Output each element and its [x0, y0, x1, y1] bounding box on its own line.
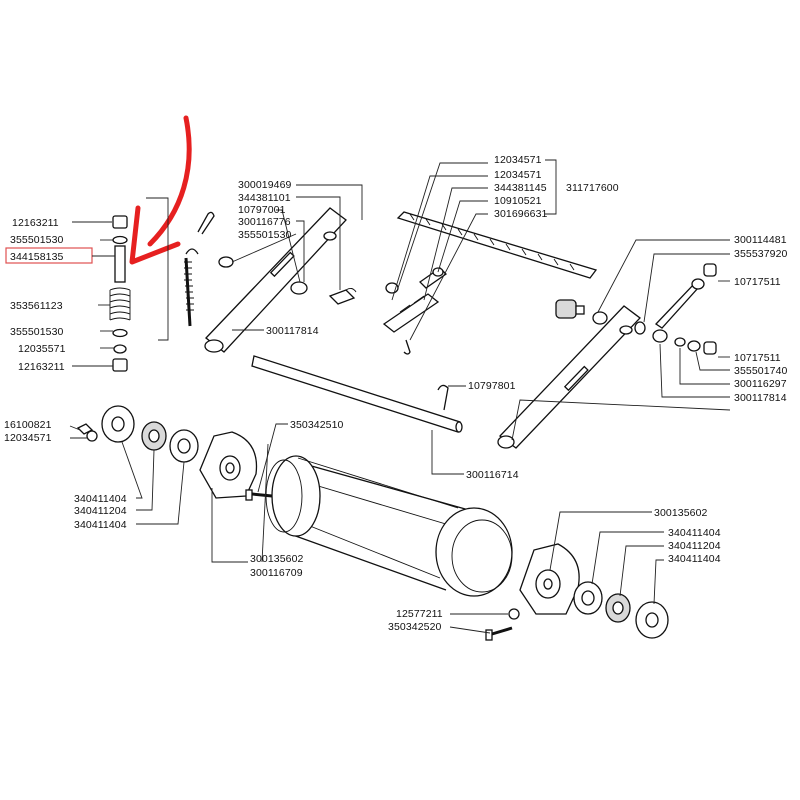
cotter-pin [197, 211, 215, 235]
red-arrow-icon [129, 115, 192, 265]
label-311717600: 311717600 [566, 182, 619, 194]
label-300116714: 300116714 [466, 469, 519, 481]
label-350342510: 350342510 [290, 419, 344, 431]
washer-arm [290, 281, 308, 295]
sleeve-344158135 [114, 245, 126, 283]
top-left-leader-lines [231, 184, 363, 290]
label-300116297: 300116297 [734, 378, 787, 390]
washer-bottom [112, 328, 128, 338]
spring [109, 287, 131, 321]
cotter-pin-10797801 [437, 384, 449, 411]
right-bolt [555, 299, 608, 325]
label-355501530-top: 355501530 [10, 234, 64, 246]
spring-assembly [109, 197, 169, 372]
right-leader-lines [511, 239, 731, 441]
label-300117814-left: 300117814 [266, 325, 319, 337]
label-353561123: 353561123 [10, 300, 63, 312]
label-344381101: 344381101 [238, 192, 291, 204]
label-355537920: 355537920 [734, 248, 788, 260]
label-340411404-right-a: 340411404 [668, 527, 721, 539]
left-bearing-leader-lines [69, 423, 288, 525]
toothed-bar [396, 211, 598, 279]
right-bearing-leader-lines [449, 511, 664, 634]
right-lever [634, 263, 717, 355]
left-leader-lines [72, 221, 115, 367]
label-355501530-bottom: 355501530 [10, 326, 64, 338]
swing-arm-right [497, 305, 641, 449]
label-340411404-right-b: 340411404 [668, 553, 721, 565]
label-355501740: 355501740 [734, 365, 788, 377]
label-12034571-cut: 12034571 [494, 154, 542, 166]
nut-top [112, 215, 128, 229]
label-301696631: 301696631 [494, 208, 548, 220]
bracket-line [146, 197, 169, 341]
label-10797001: 10797001 [238, 204, 286, 216]
label-12163211-bottom: 12163211 [18, 361, 65, 373]
label-300019469: 300019469 [238, 179, 292, 191]
right-bearing-group [573, 581, 669, 639]
label-300135602-left: 300135602 [250, 553, 304, 565]
label-300116709: 300116709 [250, 567, 303, 579]
label-12034571: 12034571 [494, 169, 542, 181]
label-340411204-right: 340411204 [668, 540, 721, 552]
label-300117814-right: 300117814 [734, 392, 787, 404]
shaft [251, 355, 463, 433]
right-bolt-350342520 [485, 608, 520, 641]
label-16100821: 16100821 [4, 419, 52, 431]
label-344158135: 344158135 [10, 251, 64, 263]
swing-arm-left [204, 207, 347, 353]
nut-bottom [112, 358, 128, 372]
top-right-leader-lines [391, 159, 557, 341]
tension-bolt [184, 248, 199, 327]
lock-washer [113, 344, 127, 354]
label-300135602-right: 300135602 [654, 507, 708, 519]
left-bolt-350342510 [245, 489, 273, 501]
washer-355501530 [218, 256, 234, 268]
label-12035571: 12035571 [18, 343, 66, 355]
label-344381145: 344381145 [494, 182, 547, 194]
label-300114481: 300114481 [734, 234, 787, 246]
left-flange-plate [199, 431, 258, 499]
label-12034571-low: 12034571 [4, 432, 52, 444]
label-355501530-top: 355501530 [238, 229, 292, 241]
label-12163211-top: 12163211 [12, 217, 59, 229]
highlight-box [5, 247, 93, 264]
label-350342520: 350342520 [388, 621, 442, 633]
label-340411404-left-a: 340411404 [74, 493, 127, 505]
washer-top [112, 235, 128, 245]
label-340411204-left: 340411204 [74, 505, 127, 517]
label-10910521: 10910521 [494, 195, 542, 207]
label-12577211: 12577211 [396, 608, 443, 620]
chain-links [328, 267, 448, 355]
label-340411404-left-b: 340411404 [74, 519, 127, 531]
label-10797801: 10797801 [468, 380, 516, 392]
label-300116776: 300116776 [238, 216, 291, 228]
right-flange-plate [519, 543, 580, 615]
label-10717511-bottom: 10717511 [734, 352, 781, 364]
left-bearing-group [76, 405, 199, 463]
label-10717511-top: 10717511 [734, 276, 781, 288]
drum-roller [265, 455, 513, 597]
